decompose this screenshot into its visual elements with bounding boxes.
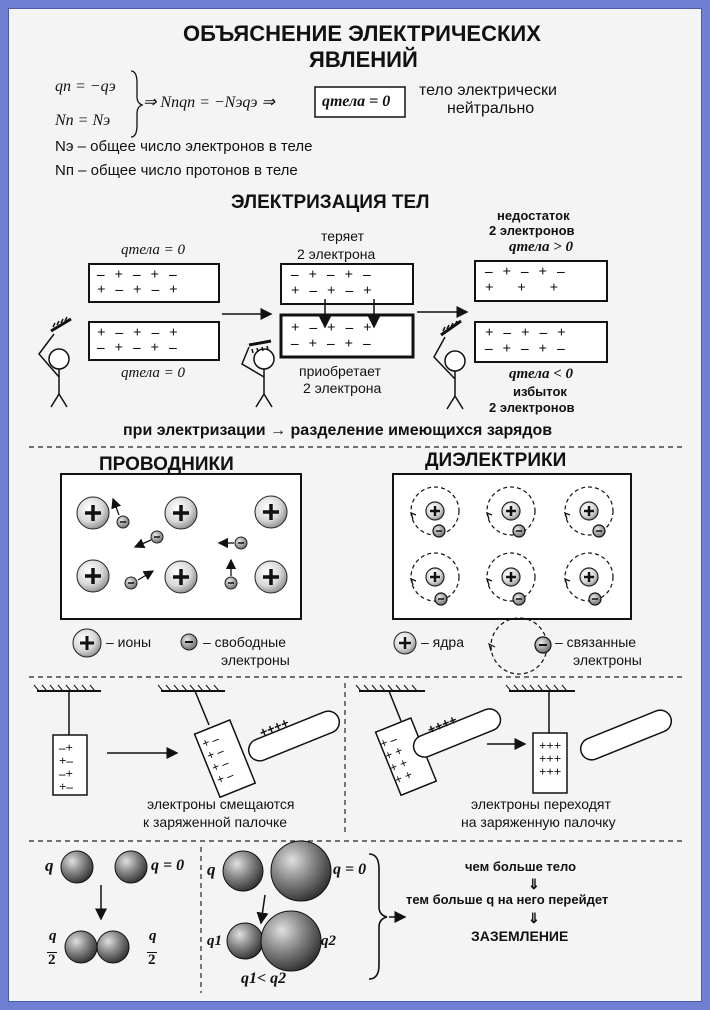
legend-free-1: – свободные	[203, 634, 286, 650]
half-charge-right-den: 2	[147, 952, 157, 968]
body-losing	[280, 263, 414, 305]
legend-bound-1: – связанные	[555, 634, 637, 650]
charges-positive-row1: –+–+–	[485, 264, 575, 280]
title-line-2: ЯВЛЕНИЙ	[309, 47, 418, 72]
body-negative	[474, 321, 608, 363]
electroscope-left-charges: –+ +– –+ +–	[59, 740, 73, 794]
electrization-summary: при электризации → разделение имеющихся …	[123, 422, 553, 439]
bigger-charge-text: тем больше q на него перейдет	[406, 892, 609, 907]
legend-nuclei: – ядра	[421, 634, 464, 650]
half-charge-right-num: q	[149, 928, 157, 944]
gains-label-1: приобретает	[299, 363, 381, 379]
legend-ions: – ионы	[106, 634, 152, 650]
charges-bottom-neutral-row2: –+–+–	[97, 340, 187, 356]
conductor-ions	[76, 495, 288, 594]
bound-electron-legend-icon	[488, 617, 552, 675]
half-charge-left-den: 2	[47, 952, 57, 968]
equation-count: Nп = Nэ	[55, 112, 111, 129]
grounding-label: ЗАЗЕМЛЕНИЕ	[471, 928, 569, 944]
electrization-heading: ЭЛЕКТРИЗАЦИЯ ТЕЛ	[231, 192, 430, 213]
implies-arrow-2: ⇓	[528, 910, 540, 926]
figure-combing-2	[241, 339, 275, 408]
nucleus-legend-icon	[393, 631, 417, 655]
experiment-right-caption-2: на заряженную палочку	[461, 814, 616, 830]
charges-negative-row2: –+–+–	[485, 341, 575, 357]
charges-losing-row2: +–+–+	[291, 283, 382, 299]
charges-bottom-neutral-row1: +–+–+	[97, 325, 188, 341]
implies-arrow-1: ⇓	[528, 876, 540, 892]
spheres-left	[60, 850, 148, 964]
equation-product: ⇒ Nпqп = −Nэqэ ⇒	[143, 94, 275, 111]
charges-positive-row2: + + +	[485, 280, 569, 296]
experiment-right	[355, 684, 673, 797]
conclusion-brace	[368, 853, 388, 980]
neutral-text-2: нейтрально	[447, 100, 535, 117]
equation-charge: qп = −qэ	[55, 78, 116, 95]
electroscope-right-charges: +++ +++ +++	[539, 738, 562, 779]
charges-gaining-row2: –+–+–	[291, 336, 381, 352]
conductor-free-electrons	[111, 497, 248, 590]
charges-top-neutral-row2: +–+–+	[97, 282, 188, 298]
excess-label-1: избыток	[513, 384, 567, 399]
conductors-heading: ПРОВОДНИКИ	[99, 454, 234, 475]
excess-label-2: 2 электронов	[489, 400, 575, 415]
definition-protons: Nп – общее число протонов в теле	[55, 162, 298, 179]
body-top-neutral	[88, 263, 220, 303]
charge-q1: q1	[207, 933, 222, 949]
sphere-charge-q: q	[45, 856, 54, 875]
intro-brace	[130, 70, 144, 138]
charge-negative: qтела < 0	[509, 366, 573, 382]
sphere-charge-zero: q = 0	[151, 857, 185, 874]
charge-top-neutral: qтела = 0	[121, 242, 185, 258]
body-bottom-neutral	[88, 321, 220, 361]
charges-gaining-row1: +–+–+	[291, 320, 382, 336]
ion-legend-icon	[72, 628, 102, 658]
neutral-charge-box	[314, 86, 406, 118]
definition-electrons: Nэ – общее число электронов в теле	[55, 138, 313, 155]
charges-top-neutral-row1: –+–+–	[97, 267, 187, 283]
conductors-box	[60, 473, 302, 620]
gains-label-2: 2 электрона	[303, 380, 382, 396]
half-charge-left-num: q	[49, 928, 57, 944]
sphere-charge-q-middle: q	[207, 860, 216, 879]
charge-q2: q2	[321, 933, 336, 949]
experiment-left-caption-1: электроны смещаются	[147, 796, 295, 812]
dielectrics-heading: ДИЭЛЕКТРИКИ	[425, 450, 567, 471]
body-positive	[474, 260, 608, 302]
bigger-body-text: чем больше тело	[465, 859, 577, 874]
legend-free-2: электроны	[221, 652, 290, 668]
charge-positive: qтела > 0	[509, 239, 573, 255]
dielectric-atoms	[409, 486, 614, 606]
figure-combing-1	[38, 316, 72, 408]
charge-comparison: q1< q2	[241, 970, 287, 987]
experiment-left-caption-2: к заряженной палочке	[143, 814, 288, 830]
lack-label-2: 2 электронов	[489, 223, 575, 238]
charges-negative-row1: +–+–+	[485, 325, 576, 341]
neutral-text-1: тело электрически	[419, 82, 557, 99]
diagram-graphics	[29, 70, 685, 993]
legend-bound-2: электроны	[573, 652, 642, 668]
neutral-charge-label: qтела = 0	[322, 93, 391, 110]
loses-label-1: теряет	[321, 228, 364, 244]
charge-bottom-neutral: qтела = 0	[121, 365, 185, 381]
charges-losing-row1: –+–+–	[291, 267, 381, 283]
lack-label-1: недостаток	[497, 208, 570, 223]
loses-label-2: 2 электрона	[297, 246, 376, 262]
spheres-middle	[222, 840, 332, 972]
experiment-left	[33, 684, 341, 799]
free-electron-legend-icon	[180, 633, 198, 651]
sphere-charge-zero-middle: q = 0	[333, 861, 367, 878]
sheet: –+–+– +–+–+ +–+–+ –+–+– –+–+– +–+–+ +–+–…	[8, 8, 702, 1002]
body-gaining	[279, 313, 415, 359]
experiment-right-caption-1: электроны переходят	[471, 796, 611, 812]
title-line-1: ОБЪЯСНЕНИЕ ЭЛЕКТРИЧЕСКИХ	[183, 21, 541, 46]
figure-combing-3	[433, 319, 466, 410]
